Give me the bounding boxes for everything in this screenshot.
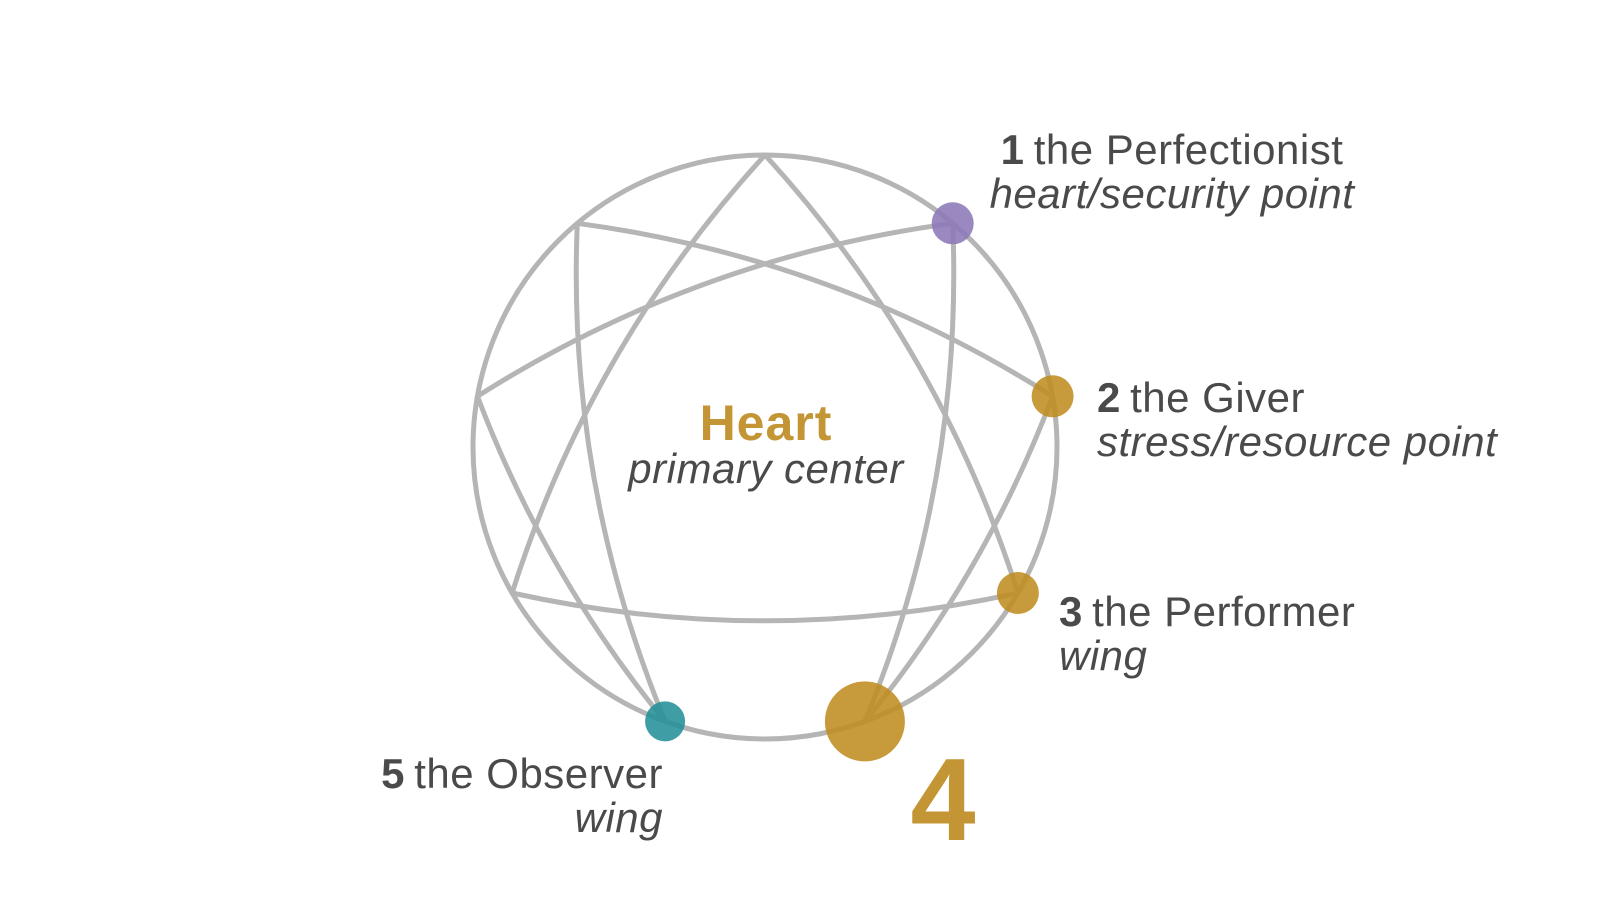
dot-point-4 [824, 681, 905, 762]
dot-point-1 [931, 202, 974, 245]
point-5-subtitle: wing [574, 794, 663, 841]
point-3-subtitle: wing [1059, 632, 1148, 679]
dot-point-2 [1031, 375, 1074, 418]
point-2-name: the Giver [1130, 374, 1305, 421]
chord-9-3 [762, 152, 1021, 596]
dot-point-3 [996, 572, 1039, 614]
dot-point-5 [645, 701, 686, 742]
point-5-name: the Observer [414, 750, 663, 797]
chord-6-9 [509, 152, 768, 596]
point-1-subtitle: heart/security point [989, 170, 1355, 217]
chord-5-7 [474, 393, 668, 724]
point-2-subtitle: stress/resource point [1097, 418, 1498, 465]
point-3-name: the Performer [1092, 588, 1356, 635]
point-1-name: the Perfectionist [1033, 126, 1344, 173]
chord-7-1 [474, 220, 956, 399]
point-5-number: 5 [381, 750, 405, 797]
point-3-number: 3 [1059, 588, 1083, 635]
chord-2-8 [574, 220, 1056, 399]
point-1-number: 1 [1000, 126, 1025, 173]
center-title: Heart [699, 395, 833, 451]
chord-4-2 [862, 393, 1056, 724]
chord-8-5 [573, 220, 668, 724]
label-point-4-number: 4 [910, 734, 976, 865]
point-2-number: 2 [1097, 374, 1121, 421]
center-subtitle: primary center [628, 445, 904, 492]
chord-1-4 [862, 220, 957, 724]
